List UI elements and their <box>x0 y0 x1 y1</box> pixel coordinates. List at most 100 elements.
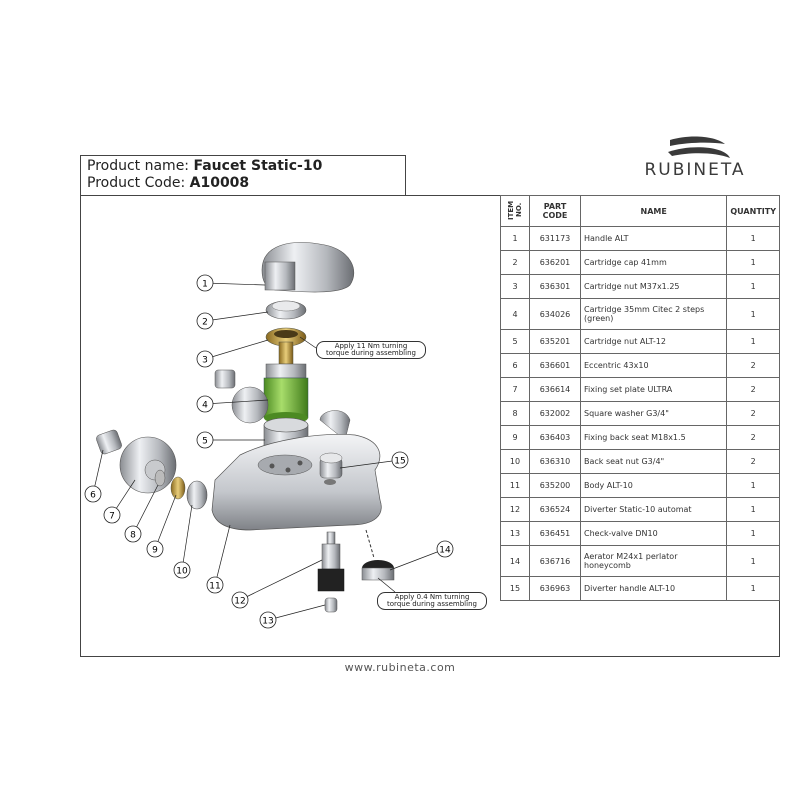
leader-line <box>204 339 269 360</box>
product-code-label: Product Code: <box>87 175 186 191</box>
part-code-cell: 636614 <box>529 377 581 402</box>
part-code-cell: 636201 <box>529 250 581 275</box>
callout-number: 2 <box>202 318 208 328</box>
callout-number: 6 <box>90 491 96 501</box>
note-leader-line <box>299 336 317 349</box>
callout-balloon: 10 <box>173 561 191 579</box>
callout-number: 14 <box>439 546 451 556</box>
name-cell: Eccentric 43x10 <box>579 353 728 378</box>
callout-number: 3 <box>202 356 208 366</box>
quantity-cell: 2 <box>726 353 780 378</box>
part-code-cell: 636601 <box>529 353 581 378</box>
callout-number: 15 <box>394 457 405 467</box>
item-no-cell: 5 <box>500 329 530 354</box>
item-no-cell: 11 <box>500 473 530 498</box>
callout-balloon: 14 <box>436 540 454 558</box>
body-part <box>211 410 382 531</box>
column-header-quantity: QUANTITY <box>726 195 780 227</box>
callout-number: 12 <box>234 597 245 607</box>
wall-fittings <box>96 429 208 510</box>
quantity-cell: 1 <box>726 298 780 330</box>
leader-line <box>204 282 266 286</box>
handle-part <box>261 242 355 293</box>
name-cell: Square washer G3/4" <box>579 401 728 426</box>
name-cell: Diverter Static-10 automat <box>579 497 728 522</box>
item-no-cell: 6 <box>500 353 530 378</box>
item-no-cell: 15 <box>500 576 530 601</box>
footer-url: www.rubineta.com <box>344 661 456 674</box>
quantity-cell: 1 <box>726 521 780 546</box>
torque-note-aerator: Apply 0.4 Nm turning torque during assem… <box>377 592 487 610</box>
item-no-cell: 12 <box>500 497 530 522</box>
name-cell: Cartridge 35mm Citec 2 steps (green) <box>579 298 728 330</box>
callout-number: 9 <box>152 546 158 556</box>
item-no-cell: 13 <box>500 521 530 546</box>
part-code-cell: 636310 <box>529 449 581 474</box>
item-no-cell: 4 <box>500 298 530 330</box>
callout-number: 4 <box>202 401 208 411</box>
callout-balloon: 8 <box>124 525 142 543</box>
name-cell: Cartridge cap 41mm <box>579 250 728 275</box>
item-no-cell: 14 <box>500 545 530 577</box>
quantity-cell: 1 <box>726 473 780 498</box>
part-code-cell: 636301 <box>529 274 581 299</box>
part-code-cell: 636451 <box>529 521 581 546</box>
name-cell: Fixing set plate ULTRA <box>579 377 728 402</box>
quantity-cell: 1 <box>726 576 780 601</box>
column-header-part-code: PART CODE <box>529 195 581 227</box>
item-no-cell: 7 <box>500 377 530 402</box>
item-no-cell: 3 <box>500 274 530 299</box>
rubineta-logo-icon <box>668 136 730 158</box>
leader-line <box>389 548 446 571</box>
note-leader-line <box>377 577 396 593</box>
leader-line <box>339 459 401 469</box>
callout-balloon: 11 <box>206 576 224 594</box>
callout-number: 5 <box>202 437 208 447</box>
quantity-cell: 1 <box>726 226 780 251</box>
leader-line <box>267 604 326 621</box>
table-header-row: ITEM NO. PART CODE NAME QUANTITY <box>500 195 780 227</box>
part-code-cell: 635201 <box>529 329 581 354</box>
leader-line <box>154 494 177 550</box>
name-cell: Fixing back seat M18x1.5 <box>579 425 728 450</box>
name-cell: Diverter handle ALT-10 <box>579 576 728 601</box>
leader-line <box>214 524 231 586</box>
product-title-box: Product name: Faucet Static-10 Product C… <box>80 155 406 196</box>
drawing-frame <box>80 195 780 657</box>
item-no-cell: 1 <box>500 226 530 251</box>
logo-text: RUBINETA <box>644 160 746 180</box>
part-code-cell: 636524 <box>529 497 581 522</box>
leader-line <box>204 311 269 322</box>
quantity-cell: 2 <box>726 449 780 474</box>
column-header-name: NAME <box>579 195 728 227</box>
part-code-cell: 636403 <box>529 425 581 450</box>
callout-balloon: 6 <box>84 485 102 503</box>
callout-balloon: 12 <box>231 591 249 609</box>
leader-line <box>204 399 269 405</box>
callout-balloon: 2 <box>196 312 214 330</box>
item-no-cell: 2 <box>500 250 530 275</box>
quantity-cell: 2 <box>726 377 780 402</box>
name-cell: Back seat nut G3/4" <box>579 449 728 474</box>
part-code-cell: 635200 <box>529 473 581 498</box>
callout-balloon: 7 <box>103 506 121 524</box>
callout-balloon: 15 <box>391 451 409 469</box>
name-cell: Body ALT-10 <box>579 473 728 498</box>
item-no-cell: 8 <box>500 401 530 426</box>
callout-balloon: 5 <box>196 431 214 449</box>
leader-line <box>239 559 323 601</box>
callout-balloon: 9 <box>146 540 164 558</box>
